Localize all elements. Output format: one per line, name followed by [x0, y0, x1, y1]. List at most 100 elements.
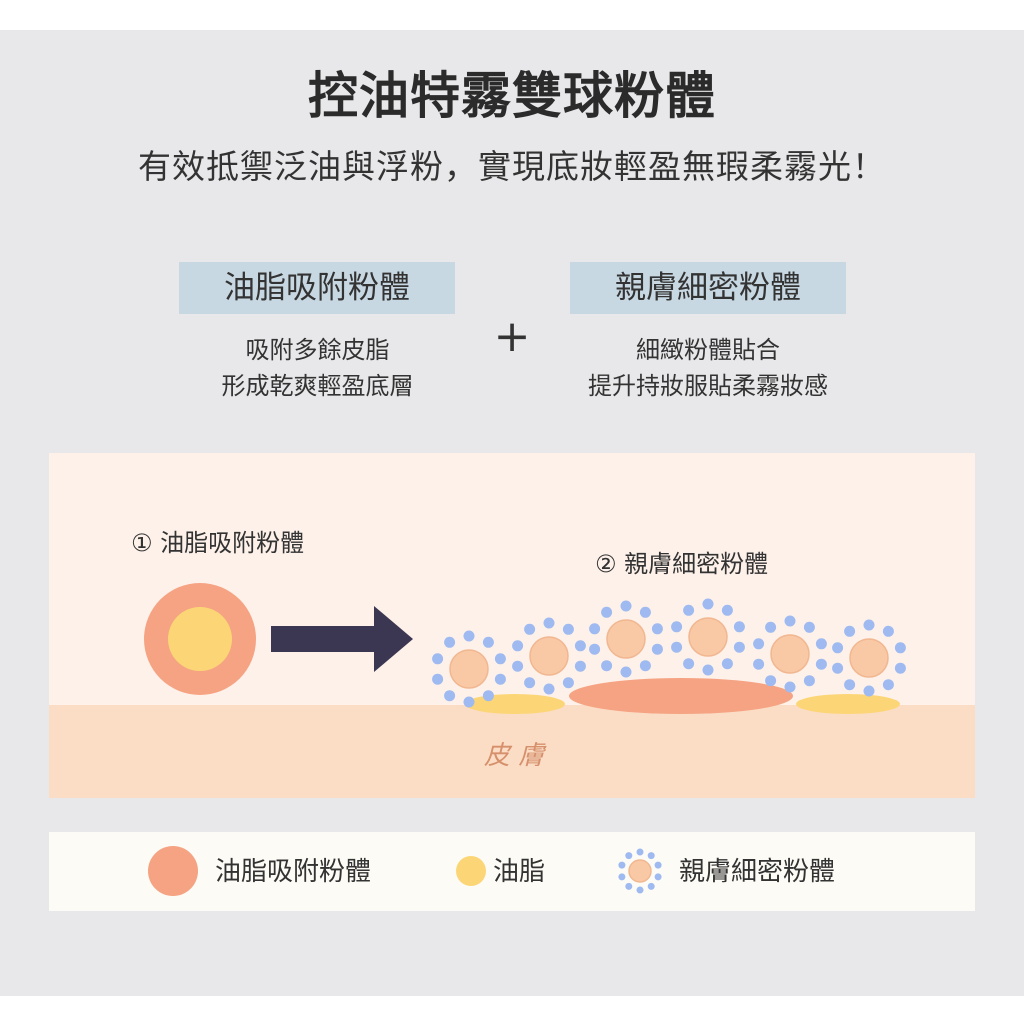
- fine-powder-dot: [562, 677, 574, 689]
- fine-powder-core: [688, 617, 728, 657]
- fine-powder-dot: [733, 641, 745, 653]
- fine-powder-core: [849, 638, 889, 678]
- legend-label-oil: 油脂: [493, 857, 546, 887]
- fine-powder-dot: [844, 679, 856, 691]
- fine-powder-particle: [832, 619, 906, 697]
- legend-oil-icon: [456, 856, 486, 886]
- fine-powder-core: [606, 619, 646, 659]
- fine-powder-dot: [832, 642, 844, 654]
- legend-icons: [148, 846, 662, 896]
- fine-powder-dot: [524, 623, 536, 635]
- fine-powder-dot: [618, 873, 626, 881]
- fine-powder-dot: [432, 653, 444, 665]
- fine-powder-dot: [784, 615, 796, 627]
- fine-powder-dot: [574, 640, 586, 652]
- fine-powder-dot: [620, 600, 632, 612]
- arrow-right-icon: [271, 606, 413, 672]
- feature-tag-oil-absorbing: 油脂吸附粉體: [179, 262, 455, 314]
- feature-desc-line: 形成乾爽輕盈底層: [221, 372, 414, 400]
- feature-desc-oil-absorbing: 吸附多餘皮脂 形成乾爽輕盈底層: [150, 332, 485, 404]
- legend-label-fine-powder: 親膚細密粉體: [679, 857, 836, 887]
- feature-desc-skin-friendly: 細緻粉體貼合 提升持妝服貼柔霧妝感: [540, 332, 876, 404]
- fine-powder-dot: [702, 598, 714, 610]
- mechanism-diagram: 皮 膚 ① 油脂吸附粉體 ② 親膚細密粉體: [49, 453, 975, 798]
- fine-powder-dot: [882, 625, 894, 637]
- legend-fine-powder-icon: [618, 848, 662, 894]
- fine-powder-group: [432, 598, 906, 708]
- fine-powder-dot: [562, 623, 574, 635]
- fine-powder-dot: [894, 662, 906, 674]
- legend-label-oil-absorbing-powder: 油脂吸附粉體: [215, 857, 372, 887]
- fine-powder-dot: [620, 666, 632, 678]
- fine-powder-dot: [894, 642, 906, 654]
- fine-powder-dot: [432, 673, 444, 685]
- feature-tag-skin-friendly: 親膚細密粉體: [570, 262, 846, 314]
- fine-powder-dot: [733, 621, 745, 633]
- fine-powder-core: [449, 649, 489, 689]
- absorbed-oil-icon: [168, 607, 232, 671]
- fine-powder-core: [770, 634, 810, 674]
- page-subtitle: 有效抵禦泛油與浮粉，實現底妝輕盈無瑕柔霧光！: [138, 147, 886, 186]
- fine-powder-dot: [639, 660, 651, 672]
- fine-powder-particle: [618, 848, 662, 894]
- fine-powder-dot: [832, 662, 844, 674]
- fine-powder-dot: [482, 636, 494, 648]
- skin-layer: [49, 705, 975, 798]
- fine-powder-core: [628, 859, 652, 883]
- feature-desc-line: 細緻粉體貼合: [636, 336, 780, 364]
- fine-powder-dot: [683, 604, 695, 616]
- fine-powder-dot: [463, 630, 475, 642]
- fine-powder-dot: [651, 623, 663, 635]
- feature-desc-line: 吸附多餘皮脂: [245, 336, 390, 364]
- fine-powder-dot: [654, 861, 662, 869]
- fine-powder-dot: [444, 690, 456, 702]
- fine-powder-dot: [636, 886, 644, 894]
- fine-powder-dot: [625, 882, 633, 890]
- fine-powder-dot: [625, 852, 633, 860]
- fine-powder-dot: [654, 873, 662, 881]
- fine-powder-dot: [601, 606, 613, 618]
- fine-powder-dot: [683, 658, 695, 670]
- fine-powder-dot: [494, 673, 506, 685]
- skin-label: 皮 膚: [484, 741, 547, 771]
- fine-powder-dot: [765, 621, 777, 633]
- fine-powder-particle: [589, 600, 663, 678]
- step2-label: ② 親膚細密粉體: [595, 550, 768, 578]
- fine-powder-dot: [618, 861, 626, 869]
- fine-powder-dot: [463, 696, 475, 708]
- fine-powder-dot: [815, 658, 827, 670]
- oil-droplet-icon: [796, 694, 900, 714]
- feature-desc-line: 提升持妝服貼柔霧妝感: [588, 372, 828, 400]
- fine-powder-dot: [863, 619, 875, 631]
- fine-powder-dot: [882, 679, 894, 691]
- fine-powder-dot: [482, 690, 494, 702]
- fine-powder-dot: [494, 653, 506, 665]
- fine-powder-dot: [524, 677, 536, 689]
- fine-powder-dot: [589, 643, 601, 655]
- oil-absorbing-layer-icon: [569, 678, 793, 714]
- fine-powder-dot: [721, 658, 733, 670]
- fine-powder-particle: [432, 630, 506, 708]
- oil-droplet-icon: [465, 694, 565, 714]
- fine-powder-dot: [601, 660, 613, 672]
- fine-powder-dot: [844, 625, 856, 637]
- fine-powder-dot: [671, 621, 683, 633]
- fine-powder-dot: [543, 683, 555, 695]
- fine-powder-dot: [815, 638, 827, 650]
- fine-powder-dot: [647, 882, 655, 890]
- fine-powder-dot: [765, 675, 777, 687]
- fine-powder-dot: [636, 848, 644, 856]
- fine-powder-dot: [512, 640, 524, 652]
- fine-powder-dot: [753, 638, 765, 650]
- page-title: 控油特霧雙球粉體: [308, 67, 716, 125]
- step1-label: ① 油脂吸附粉體: [131, 529, 304, 557]
- fine-powder-dot: [589, 623, 601, 635]
- fine-powder-dot: [512, 660, 524, 672]
- fine-powder-dot: [543, 617, 555, 629]
- fine-powder-dot: [651, 643, 663, 655]
- fine-powder-particle: [753, 615, 827, 693]
- plus-sign: +: [493, 311, 531, 362]
- fine-powder-dot: [671, 641, 683, 653]
- fine-powder-dot: [702, 664, 714, 676]
- fine-powder-dot: [803, 675, 815, 687]
